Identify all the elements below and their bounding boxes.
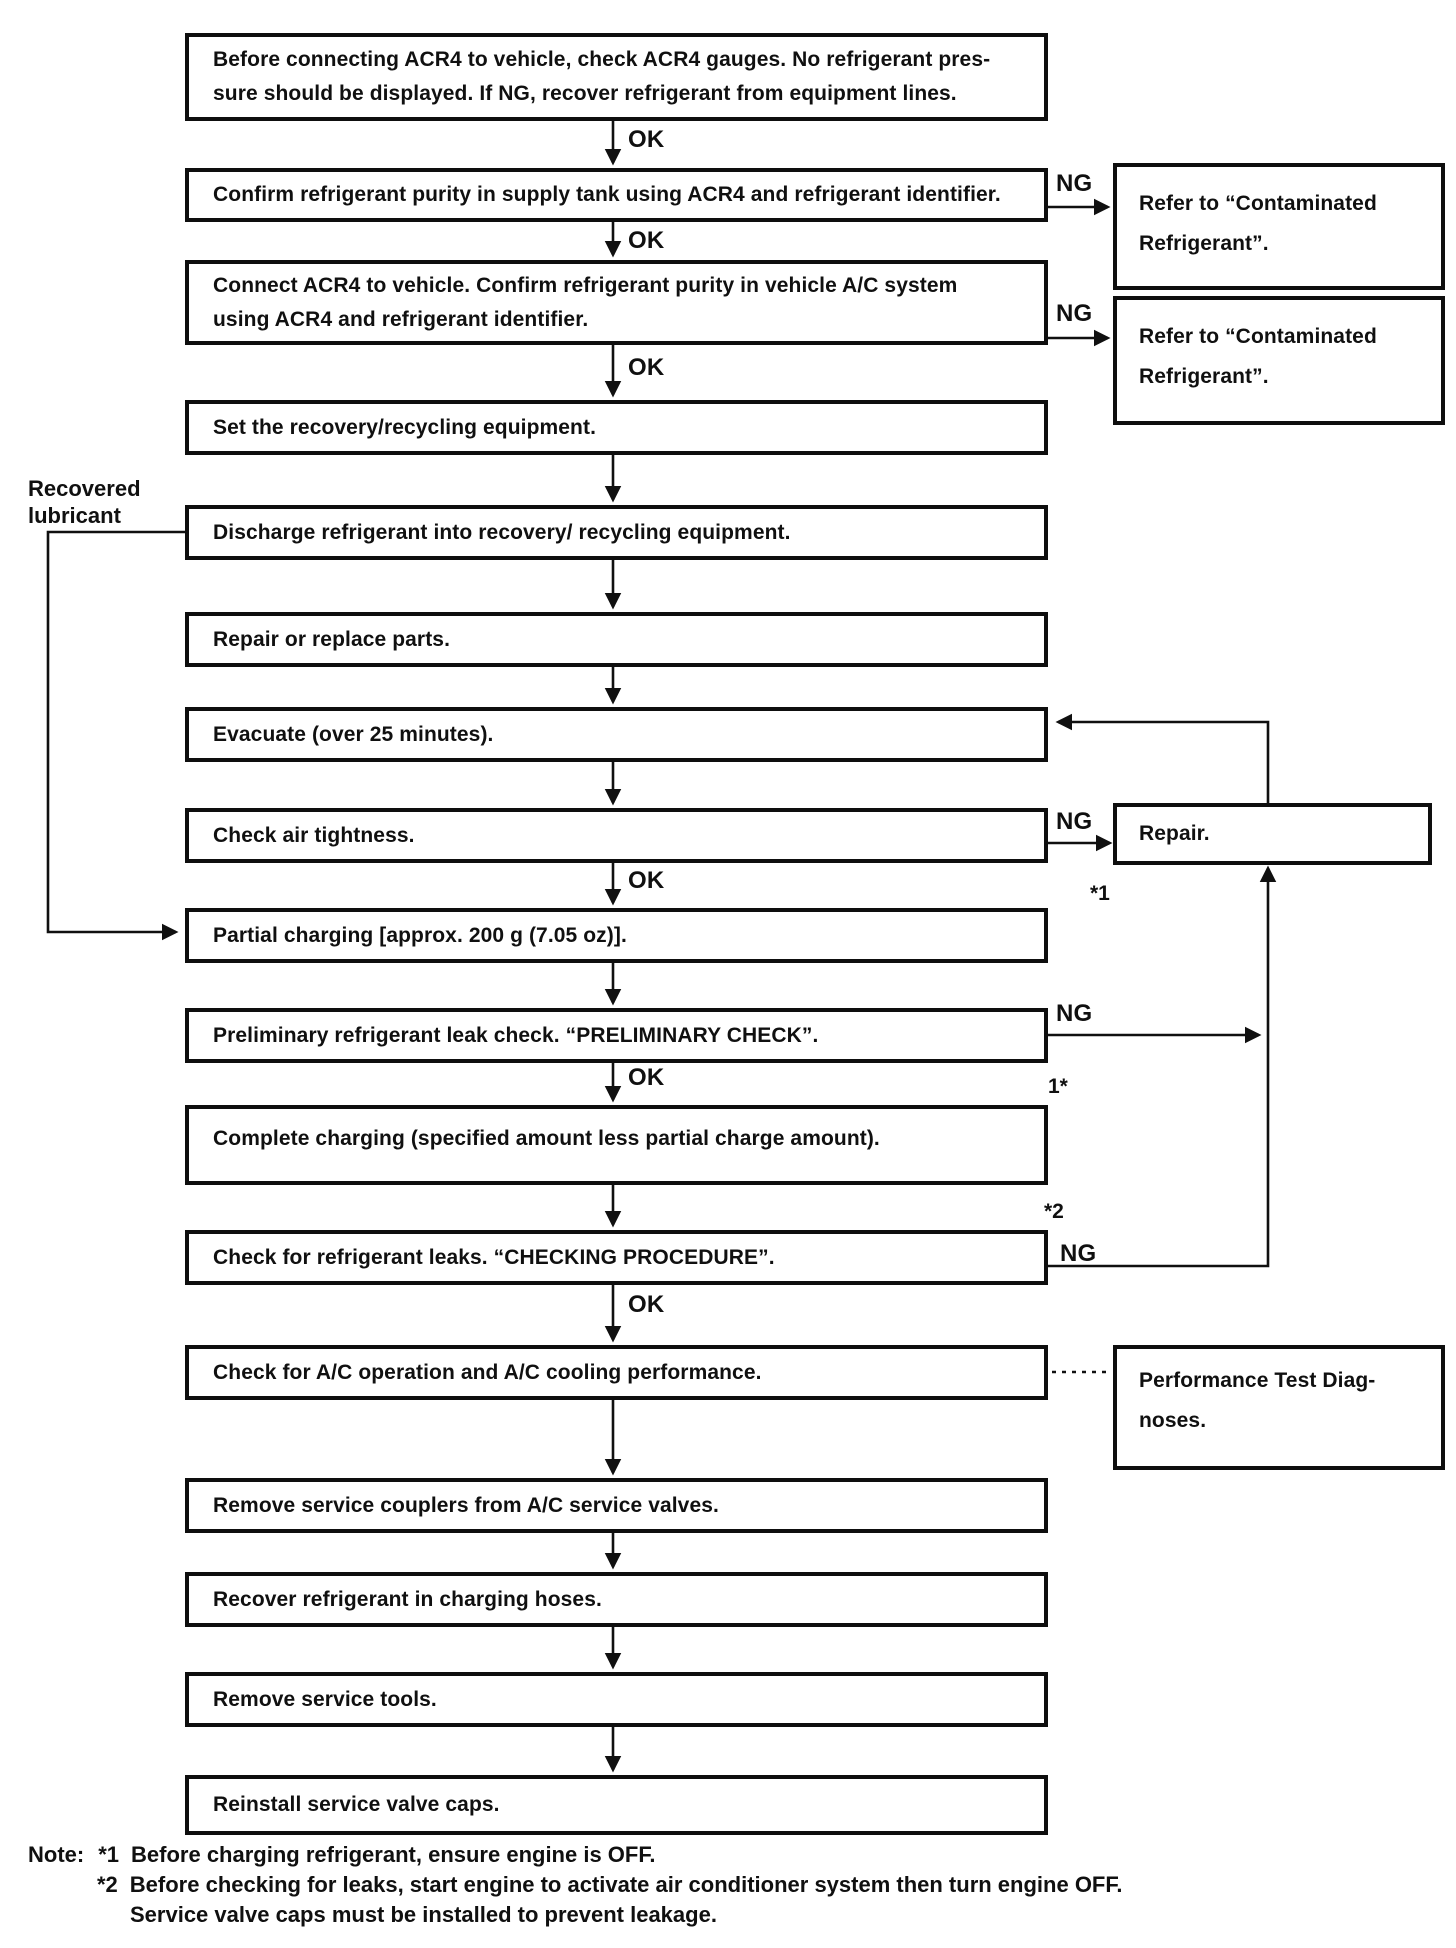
step-text: Connect ACR4 to vehicle. Confirm refrige…	[213, 273, 958, 297]
step-remove-couplers: Remove service couplers from A/C service…	[185, 1478, 1048, 1533]
ng-label: NG	[1060, 1240, 1097, 1267]
ok-label: OK	[628, 126, 665, 153]
note-marker: *2	[97, 1872, 118, 1897]
note-line-2: *2 Before checking for leaks, start engin…	[97, 1872, 1122, 1898]
ok-label: OK	[628, 354, 665, 381]
recovered-lubricant-line: lubricant	[28, 503, 121, 528]
step-reinstall-caps: Reinstall service valve caps.	[185, 1775, 1048, 1835]
ok-label: OK	[628, 1291, 665, 1318]
ok-label: OK	[628, 227, 665, 254]
step-text: Recover refrigerant in charging hoses.	[213, 1587, 602, 1611]
step-ac-operation: Check for A/C operation and A/C cooling …	[185, 1345, 1048, 1400]
step-text: Check for refrigerant leaks. “CHECKING P…	[213, 1245, 775, 1269]
step-text: Discharge refrigerant into recovery/ rec…	[213, 520, 791, 544]
note-line-3: Service valve caps must be installed to …	[130, 1902, 717, 1928]
step-partial-charging: Partial charging [approx. 200 g (7.05 oz…	[185, 908, 1048, 963]
ng-label: NG	[1056, 300, 1093, 327]
step-evacuate: Evacuate (over 25 minutes).	[185, 707, 1048, 762]
step-leak-check: Check for refrigerant leaks. “CHECKING P…	[185, 1230, 1048, 1285]
step-text: sure should be displayed. If NG, recover…	[213, 82, 957, 105]
side-text: Refrigerant”.	[1139, 232, 1269, 255]
ng-loop-leakcheck-to-repair	[1048, 865, 1277, 1268]
note-marker: *1	[98, 1842, 120, 1867]
step-text: Confirm refrigerant purity in supply tan…	[213, 183, 1001, 206]
step-text: using ACR4 and refrigerant identifier.	[213, 307, 589, 331]
step-text: Reinstall service valve caps.	[213, 1793, 500, 1816]
step-text: Repair or replace parts.	[213, 627, 450, 651]
note-text: Service valve caps must be installed to …	[130, 1902, 717, 1927]
recovered-lubricant-line: Recovered	[28, 476, 141, 501]
note-text: Before checking for leaks, start engine …	[129, 1872, 1123, 1897]
footnote-marker-1: *1	[1090, 882, 1110, 905]
step-remove-tools: Remove service tools.	[185, 1672, 1048, 1727]
side-text: Refrigerant”.	[1139, 365, 1269, 388]
step-discharge: Discharge refrigerant into recovery/ rec…	[185, 505, 1048, 560]
ref-contaminated-refrigerant-2: Refer to “Contaminated Refrigerant”.	[1113, 296, 1445, 425]
ok-label: OK	[628, 1064, 665, 1091]
step-text: Check air tightness.	[213, 823, 415, 847]
side-text: Repair.	[1139, 822, 1210, 845]
side-repair: Repair.	[1113, 803, 1432, 865]
step-complete-charging: Complete charging (specified amount less…	[185, 1105, 1048, 1185]
step-text: Before connecting ACR4 to vehicle, check…	[213, 48, 991, 71]
step-confirm-supply-purity: Confirm refrigerant purity in supply tan…	[185, 168, 1048, 222]
step-preliminary-check: Preliminary refrigerant leak check. “PRE…	[185, 1008, 1048, 1063]
ng-label: NG	[1056, 170, 1093, 197]
ref-performance-test-diagnoses: Performance Test Diag- noses.	[1113, 1345, 1445, 1470]
loop-recovered-lubricant	[46, 530, 185, 941]
step-text: Remove service tools.	[213, 1687, 437, 1711]
note-line-1: Note: *1 Before charging refrigerant, ensu…	[28, 1842, 655, 1868]
footnote-marker-1-alt: 1*	[1048, 1075, 1068, 1098]
note-label: Note:	[28, 1842, 85, 1867]
step-text: Check for A/C operation and A/C cooling …	[213, 1360, 762, 1384]
step-text: Partial charging [approx. 200 g (7.05 oz…	[213, 923, 627, 947]
recovered-lubricant-label: Recovered lubricant	[28, 475, 141, 529]
step-text: Complete charging (specified amount less…	[213, 1127, 880, 1150]
ng-label: NG	[1056, 808, 1093, 835]
step-set-equipment: Set the recovery/recycling equipment.	[185, 400, 1048, 455]
step-text: Preliminary refrigerant leak check. “PRE…	[213, 1023, 819, 1047]
step-check-gauges: Before connecting ACR4 to vehicle, check…	[185, 33, 1048, 121]
side-text: noses.	[1139, 1409, 1207, 1432]
footnote-marker-2: *2	[1044, 1200, 1064, 1223]
step-text: Remove service couplers from A/C service…	[213, 1493, 719, 1517]
note-text: Before charging refrigerant, ensure engi…	[131, 1842, 656, 1867]
ng-label: NG	[1056, 1000, 1093, 1027]
step-text: Set the recovery/recycling equipment.	[213, 415, 597, 439]
step-connect-acr4: Connect ACR4 to vehicle. Confirm refrige…	[185, 260, 1048, 345]
side-text: Performance Test Diag-	[1139, 1369, 1376, 1392]
ok-label: OK	[628, 867, 665, 894]
loop-repair-to-evacuate	[1055, 713, 1270, 803]
ref-contaminated-refrigerant-1: Refer to “Contaminated Refrigerant”.	[1113, 163, 1445, 290]
step-text: Evacuate (over 25 minutes).	[213, 722, 494, 746]
side-text: Refer to “Contaminated	[1139, 192, 1377, 215]
step-recover-hoses: Recover refrigerant in charging hoses.	[185, 1572, 1048, 1627]
side-text: Refer to “Contaminated	[1139, 325, 1377, 348]
step-repair-replace: Repair or replace parts.	[185, 612, 1048, 667]
step-check-air-tightness: Check air tightness.	[185, 808, 1048, 863]
